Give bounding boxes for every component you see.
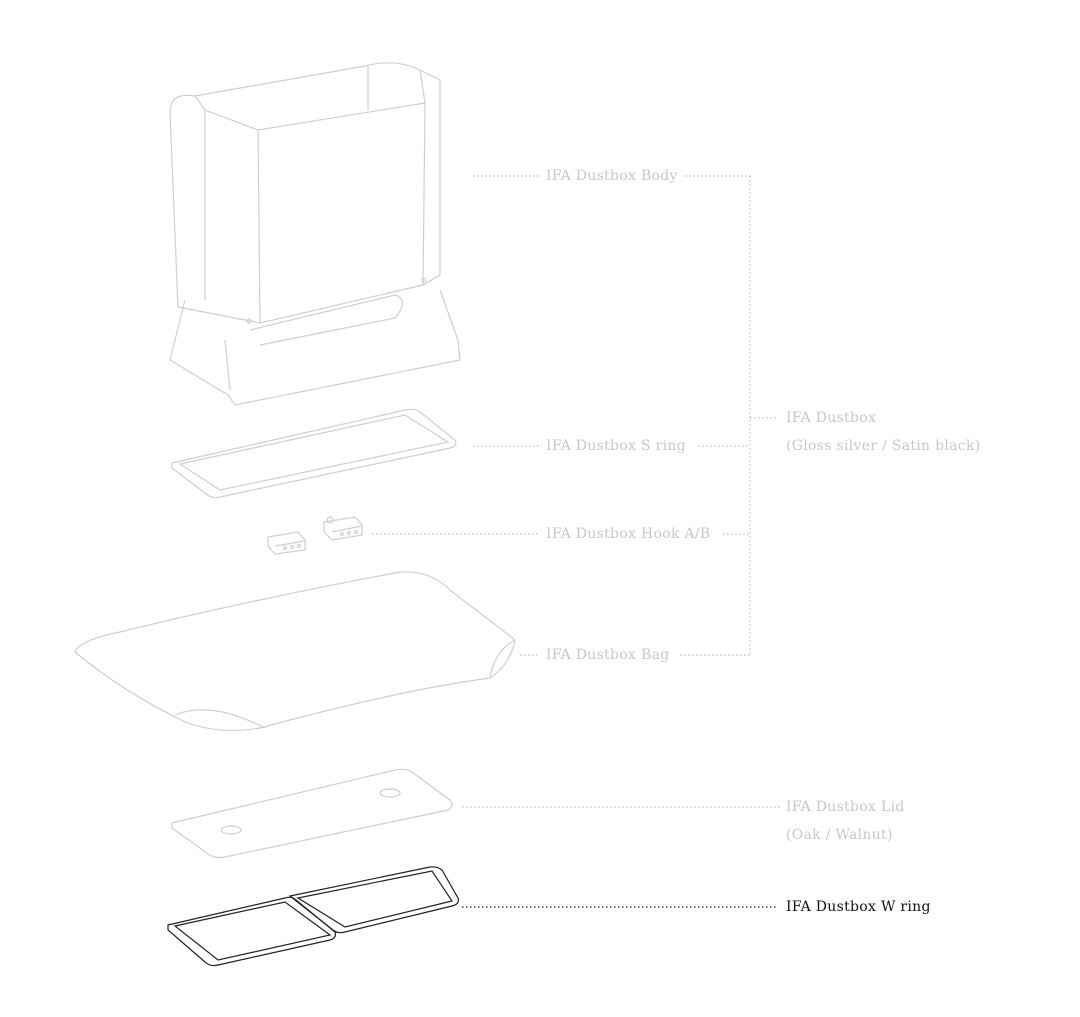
label-body[interactable]: IFA Dustbox Body xyxy=(546,168,678,184)
label-s-ring[interactable]: IFA Dustbox S ring xyxy=(546,438,686,454)
part-lid-drawing[interactable] xyxy=(171,768,453,859)
part-w-ring-drawing[interactable] xyxy=(167,866,459,967)
label-lid[interactable]: IFA Dustbox Lid xyxy=(786,799,905,815)
leader-group-vertical xyxy=(749,176,778,655)
label-group[interactable]: IFA Dustbox xyxy=(786,410,877,426)
label-group-variants: (Gloss silver / Satin black) xyxy=(786,438,981,454)
part-body-drawing[interactable] xyxy=(169,62,461,406)
label-lid-variants: (Oak / Walnut) xyxy=(786,827,893,843)
label-bag[interactable]: IFA Dustbox Bag xyxy=(546,647,670,663)
label-w-ring[interactable]: IFA Dustbox W ring xyxy=(786,899,931,915)
part-bag-drawing[interactable] xyxy=(74,571,516,732)
label-hook[interactable]: IFA Dustbox Hook A/B xyxy=(546,526,711,542)
part-s-ring-drawing[interactable] xyxy=(171,408,457,499)
part-hook-drawing[interactable] xyxy=(267,516,363,555)
